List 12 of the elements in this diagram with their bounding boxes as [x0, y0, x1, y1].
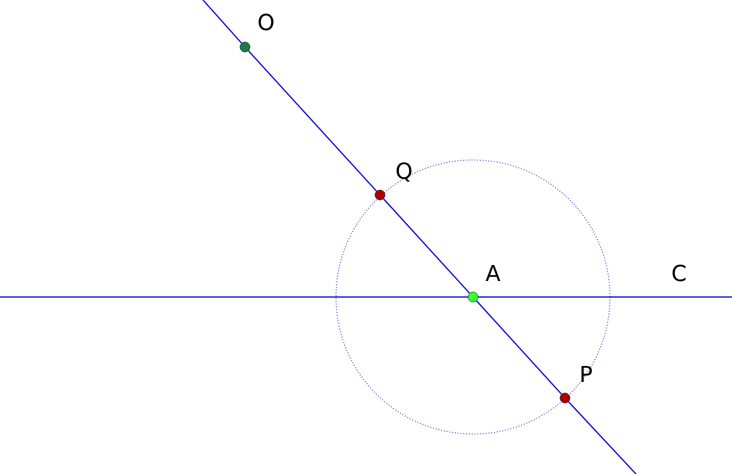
line — [476, 300, 562, 395]
point-label: O — [258, 14, 274, 30]
point — [374, 190, 386, 200]
point-label: A — [486, 264, 500, 282]
point — [560, 392, 570, 404]
line — [383, 198, 470, 294]
line-label: C — [672, 264, 686, 282]
point — [468, 292, 478, 302]
point — [240, 42, 250, 52]
point-label: P — [582, 366, 592, 382]
point-label: Q — [396, 162, 412, 182]
line — [248, 50, 377, 192]
